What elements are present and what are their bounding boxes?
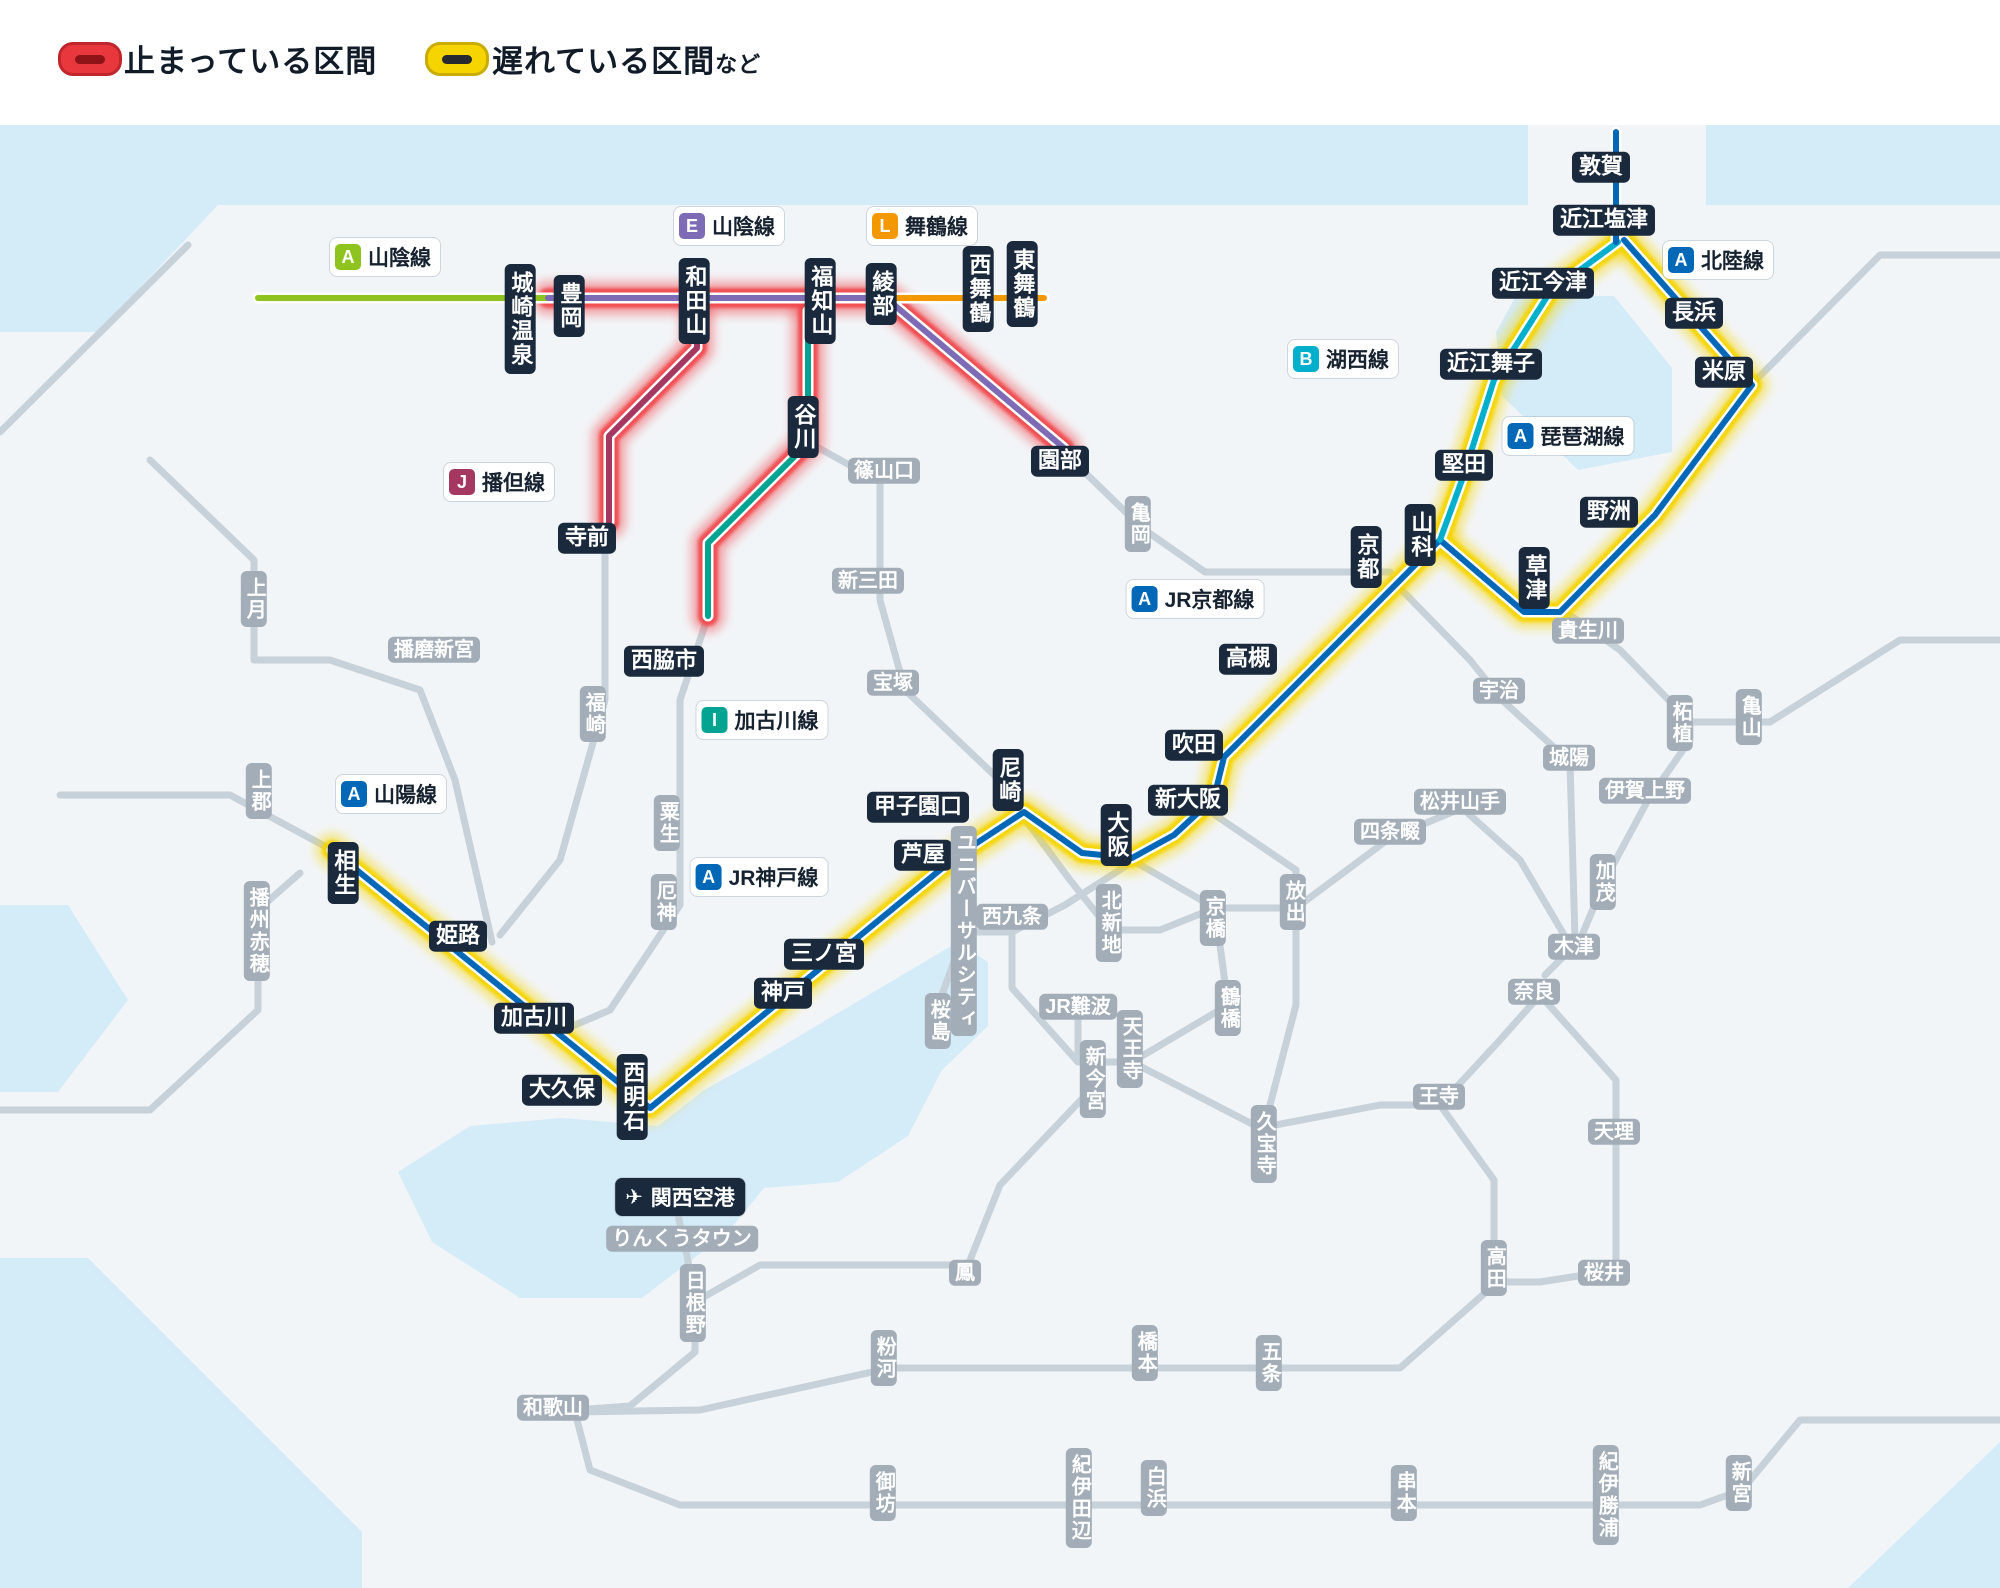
legend-delayed-text: 遅れている区間 xyxy=(492,44,716,79)
stopped-line-core xyxy=(75,54,105,64)
railway-line-normal xyxy=(1128,991,1544,1132)
railway-line-normal xyxy=(0,869,304,1114)
delayed-line-swatch xyxy=(425,42,489,76)
water-area xyxy=(1706,125,2000,205)
railway-line-normal xyxy=(1686,636,2000,726)
railway-line-active xyxy=(705,308,811,619)
railway-line-normal xyxy=(1060,448,1394,576)
delayed-line-core xyxy=(442,54,472,64)
legend-stopped-label: 止まっている区間 xyxy=(124,44,378,79)
water-area xyxy=(0,125,1528,332)
railway-line-normal xyxy=(571,1076,1104,1414)
water-area xyxy=(1848,1442,2000,1588)
railway-line-normal xyxy=(56,791,336,854)
legend: 止まっている区間 遅れている区間など xyxy=(0,0,2000,125)
water-area xyxy=(0,905,128,1092)
railway-line-normal xyxy=(496,512,609,939)
stopped-line-swatch xyxy=(58,42,122,76)
water-area xyxy=(0,1258,362,1588)
railway-line-normal xyxy=(571,1408,2000,1509)
railway-line-normal xyxy=(146,456,496,946)
water-area xyxy=(398,942,988,1298)
railway-line-normal xyxy=(1748,251,2000,388)
legend-delayed-label: 遅れている区間など xyxy=(492,36,761,81)
legend-delayed-suffix: など xyxy=(715,52,762,77)
railway-line-normal xyxy=(0,241,192,436)
railway-line-normal xyxy=(1211,811,1300,1132)
